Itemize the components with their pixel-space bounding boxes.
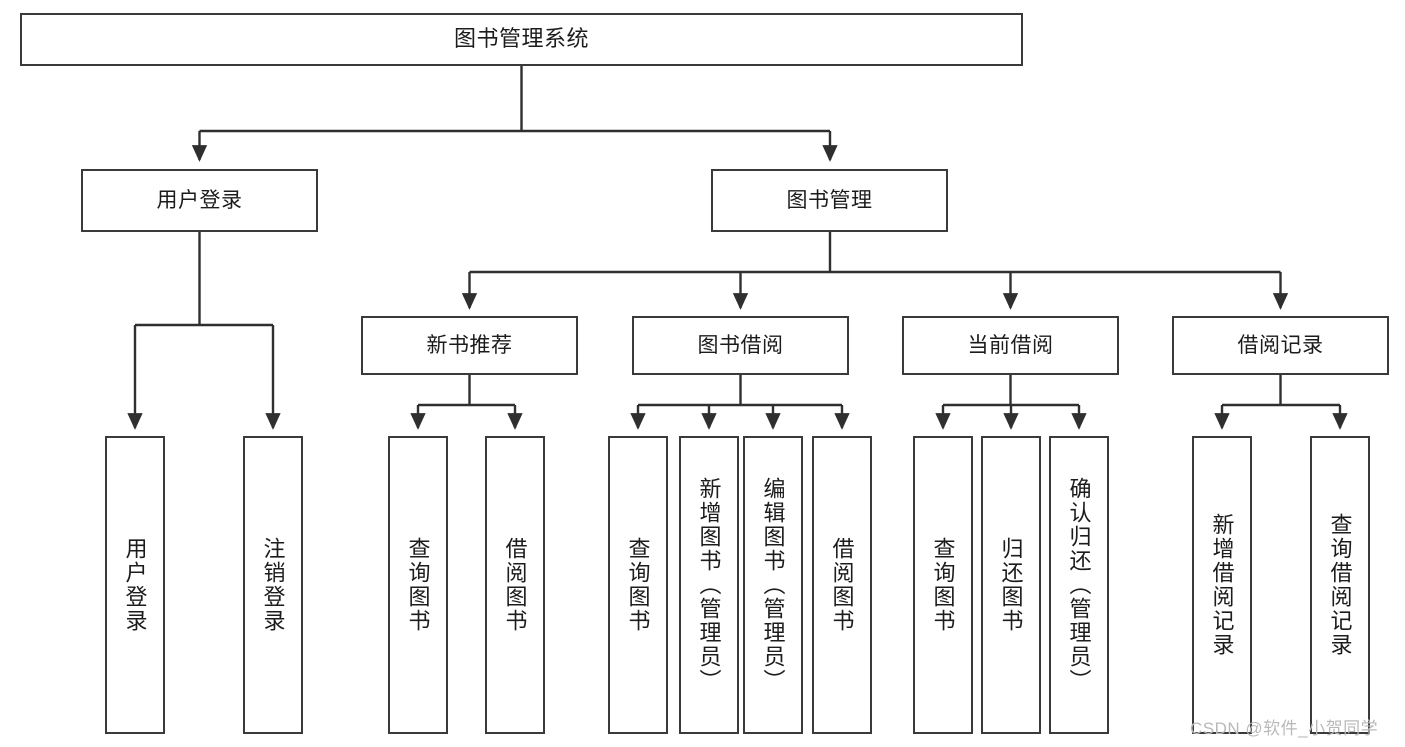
node-label: 用户登录: [122, 537, 148, 633]
node-leaf-confirm-return-admin[interactable]: 确认归还（管理员）: [1049, 436, 1109, 734]
node-leaf-add-book-admin[interactable]: 新增图书（管理员）: [679, 436, 739, 734]
node-user-login[interactable]: 用户登录: [81, 169, 318, 232]
node-book-borrow[interactable]: 图书借阅: [632, 316, 849, 375]
node-label: 查询借阅记录: [1327, 513, 1353, 657]
node-label: 用户登录: [156, 188, 243, 212]
node-label: 查询图书: [930, 537, 956, 633]
node-leaf-borrow-books-2[interactable]: 借阅图书: [812, 436, 872, 734]
node-label: 图书管理系统: [453, 26, 589, 52]
node-label: 确认归还（管理员）: [1066, 477, 1092, 693]
node-label: 新增图书（管理员）: [696, 477, 722, 693]
csdn-watermark: CSDN @软件_小贺同学: [1190, 719, 1379, 738]
node-label: 查询图书: [405, 537, 431, 633]
node-leaf-logout[interactable]: 注销登录: [243, 436, 303, 734]
node-label: 归还图书: [998, 537, 1024, 633]
node-current-borrow[interactable]: 当前借阅: [902, 316, 1119, 375]
node-label: 注销登录: [260, 537, 286, 633]
node-leaf-user-login[interactable]: 用户登录: [105, 436, 165, 734]
node-label: 图书管理: [786, 188, 873, 212]
node-book-management-system[interactable]: 图书管理系统: [20, 13, 1023, 66]
node-label: 图书借阅: [697, 333, 784, 357]
node-label: 新增借阅记录: [1209, 513, 1235, 657]
node-label: 查询图书: [625, 537, 651, 633]
node-label: 借阅图书: [829, 537, 855, 633]
node-label: 借阅图书: [502, 537, 528, 633]
node-label: 新书推荐: [426, 333, 513, 357]
node-leaf-return-books[interactable]: 归还图书: [981, 436, 1041, 734]
node-new-book-recommend[interactable]: 新书推荐: [361, 316, 578, 375]
node-label: 当前借阅: [967, 333, 1054, 357]
node-leaf-query-books-3[interactable]: 查询图书: [913, 436, 973, 734]
node-label: 编辑图书（管理员）: [760, 477, 786, 693]
node-book-management[interactable]: 图书管理: [711, 169, 948, 232]
node-leaf-query-borrow-record[interactable]: 查询借阅记录: [1310, 436, 1370, 734]
node-leaf-borrow-books-1[interactable]: 借阅图书: [485, 436, 545, 734]
node-leaf-query-books-2[interactable]: 查询图书: [608, 436, 668, 734]
node-borrow-record[interactable]: 借阅记录: [1172, 316, 1389, 375]
node-label: 借阅记录: [1237, 333, 1324, 357]
node-leaf-add-borrow-record[interactable]: 新增借阅记录: [1192, 436, 1252, 734]
node-leaf-query-books-1[interactable]: 查询图书: [388, 436, 448, 734]
node-leaf-edit-book-admin[interactable]: 编辑图书（管理员）: [743, 436, 803, 734]
